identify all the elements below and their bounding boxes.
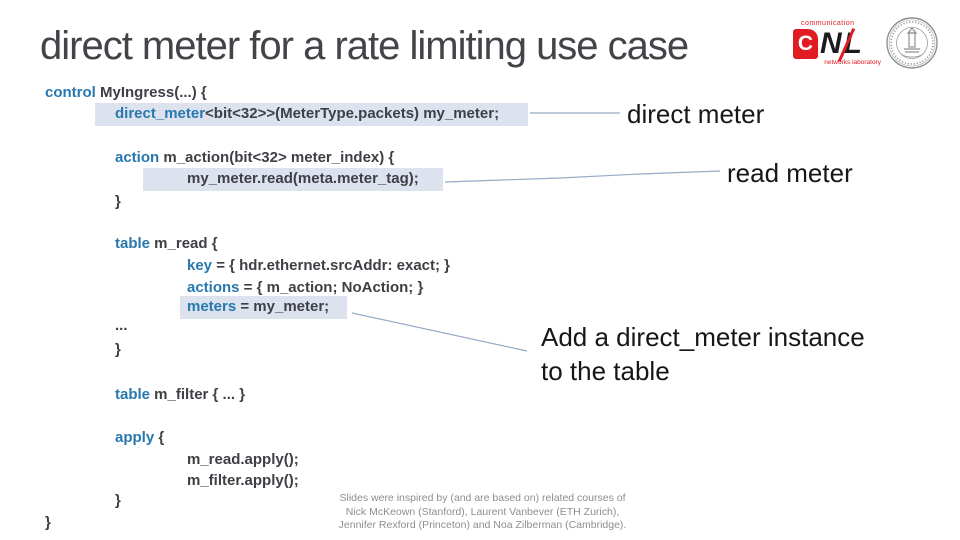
cnl-logo-letter-c: C — [793, 29, 818, 59]
credits-line1: Slides were inspired by (and are based o… — [339, 492, 626, 504]
code-text: my_meter.read(meta.meter_tag); — [187, 170, 419, 187]
annotation-read-meter: read meter — [727, 158, 853, 188]
code-line: apply { — [115, 427, 164, 449]
code-keyword: table — [115, 386, 151, 403]
code-text: m_action(bit<32> meter_index) { — [159, 149, 395, 166]
code-line: } — [45, 512, 51, 534]
code-text: } — [45, 514, 51, 531]
code-keyword: control — [45, 84, 96, 101]
code-keyword: action — [115, 149, 160, 166]
code-line: action m_action(bit<32> meter_index) { — [115, 147, 394, 169]
code-keyword: key — [187, 257, 213, 274]
code-text: = { hdr.ethernet.srcAddr: exact; } — [212, 257, 451, 274]
code-highlight-direct-meter: direct_meter<bit<32>>(MeterType.packets)… — [95, 103, 528, 126]
code-keyword: actions — [187, 279, 240, 296]
annotation-add-instance-line2: to the table — [541, 356, 670, 386]
code-text: ... — [115, 317, 128, 334]
code-keyword: apply — [115, 429, 155, 446]
code-line: control MyIngress(...) { — [45, 82, 207, 104]
annotation-direct-meter: direct meter — [627, 99, 765, 129]
code-text: m_read.apply(); — [187, 451, 299, 468]
code-text: = my_meter; — [236, 298, 330, 315]
cnl-logo-bottom-text: networks laboratory — [824, 59, 881, 66]
credits-line2: Nick McKeown (Stanford), Laurent Vanbeve… — [345, 505, 620, 518]
code-line: table m_filter { ... } — [115, 384, 245, 406]
page-title: direct meter for a rate limiting use cas… — [40, 24, 689, 68]
code-highlight-read-meter: my_meter.read(meta.meter_tag); — [143, 168, 443, 191]
code-text: = { m_action; NoAction; } — [239, 279, 424, 296]
code-text: MyIngress(...) { — [95, 84, 207, 101]
code-line: } — [115, 191, 121, 213]
code-line: actions = { m_action; NoAction; } — [187, 277, 423, 299]
code-text: m_filter.apply(); — [187, 472, 299, 489]
code-keyword: direct_meter — [115, 105, 206, 122]
code-highlight-meters: meters = my_meter; — [180, 296, 347, 319]
credits-footer: Slides were inspired by (and are based o… — [300, 492, 665, 533]
code-line: } — [115, 339, 121, 361]
code-keyword: meters — [187, 298, 237, 315]
annotation-add-instance-line1: Add a direct_meter instance — [541, 322, 865, 352]
code-line: key = { hdr.ethernet.srcAddr: exact; } — [187, 255, 450, 277]
code-line: table m_read { — [115, 233, 218, 255]
credits-line3: Jennifer Rexford (Princeton) and Noa Zil… — [338, 519, 627, 531]
code-text: m_filter { ... } — [150, 386, 246, 403]
code-line: ... — [115, 315, 128, 337]
code-keyword: table — [115, 235, 151, 252]
code-line: m_filter.apply(); — [187, 470, 299, 492]
cnl-logo-letters: C NL — [793, 27, 881, 63]
cnl-logo-top-text: communication — [801, 20, 855, 27]
code-text: } — [115, 193, 121, 210]
code-text: } — [115, 492, 121, 509]
code-text: } — [115, 341, 121, 358]
code-line: } — [115, 490, 121, 512]
cnl-logo: communication C NL networks laboratory — [793, 20, 881, 70]
university-seal-icon — [886, 17, 938, 69]
annotation-add-instance: Add a direct_meter instance to the table — [541, 320, 865, 388]
code-text: m_read { — [150, 235, 218, 252]
code-line: m_read.apply(); — [187, 449, 299, 471]
code-text: { — [154, 429, 165, 446]
code-text: <bit<32>>(MeterType.packets) my_meter; — [205, 105, 500, 122]
